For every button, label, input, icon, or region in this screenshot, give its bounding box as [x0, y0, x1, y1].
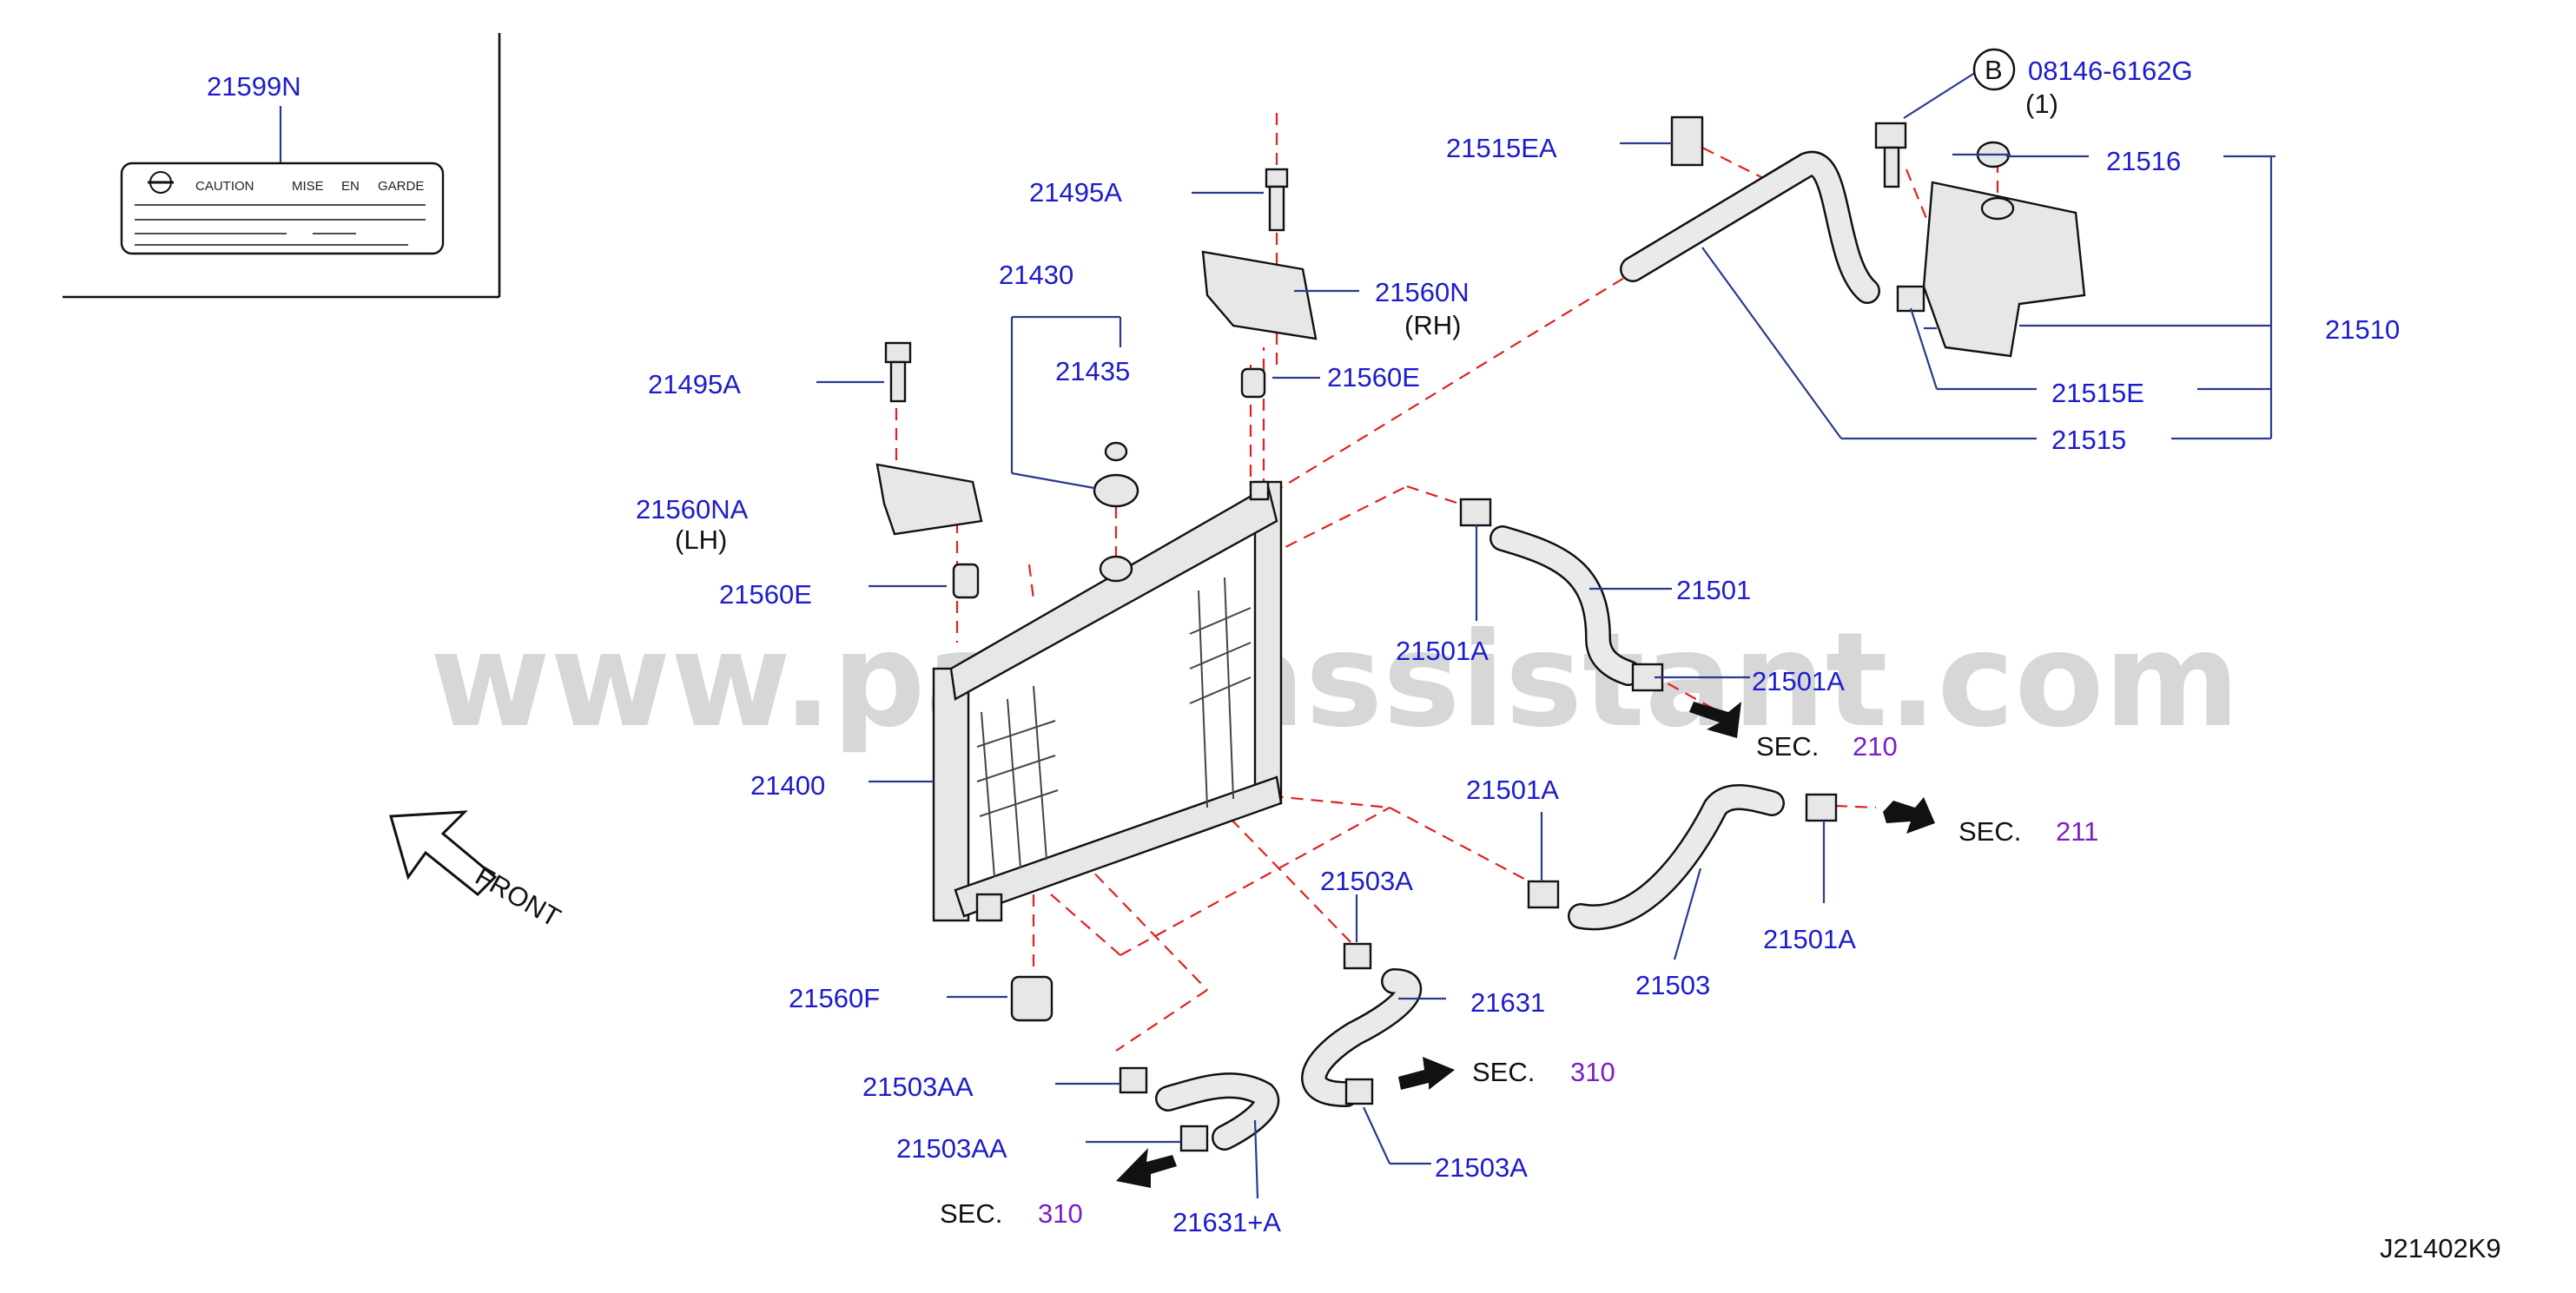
label-21503A-1: 21503A: [1320, 866, 1413, 896]
caution-text-1: CAUTION: [195, 179, 254, 194]
radiator-top-tank: [949, 485, 1278, 701]
bracket-21560NA-lh: [875, 463, 983, 536]
sec-210-word: SEC.: [1756, 731, 1819, 762]
arrow-sec-211-icon: [1883, 797, 1935, 834]
caution-label-inset: CAUTION MISE EN GARDE 21599N: [63, 33, 501, 299]
label-21515EA: 21515EA: [1446, 133, 1557, 163]
reservoir-cap-21516-seat: [1980, 196, 2015, 221]
label-21430: 21430: [999, 260, 1073, 290]
bolt-21495A-top: [1265, 168, 1289, 232]
caution-text-3: EN: [341, 179, 360, 194]
clamp-21501A-lower-right: [1805, 793, 1838, 822]
brand-emblem-icon: [148, 171, 174, 194]
reservoir-tank-21510: [1922, 181, 2086, 358]
label-21501A-1: 21501A: [1396, 636, 1489, 666]
label-21495A-top: 21495A: [1029, 177, 1122, 208]
label-21516: 21516: [2106, 146, 2181, 176]
label-08146-6162G: 08146-6162G: [2028, 56, 2193, 86]
label-21501: 21501: [1676, 575, 1751, 605]
sec-211-number: 211: [2056, 816, 2098, 847]
label-21503AA-1: 21503AA: [862, 1072, 974, 1102]
callout-circle-b: [1972, 48, 2016, 91]
clamp-21503AA-lower: [1179, 1125, 1209, 1152]
label-21503: 21503: [1635, 970, 1710, 1000]
clamp-21501A-top: [1459, 498, 1492, 527]
label-21495A-left: 21495A: [648, 369, 741, 399]
clamp-21501A-lower-left: [1527, 880, 1560, 909]
label-21560F: 21560F: [789, 983, 880, 1013]
label-21435: 21435: [1055, 356, 1130, 386]
sec-310-left-number: 310: [1038, 1198, 1083, 1229]
label-21560N: 21560N: [1375, 277, 1470, 307]
clamp-21503A-lower: [1344, 1078, 1374, 1105]
cap-21430: [1093, 473, 1139, 508]
label-21560NA: 21560NA: [636, 494, 749, 524]
label-21560E-right: 21560E: [1327, 362, 1420, 393]
label-21503A-2: 21503A: [1435, 1152, 1528, 1183]
assembly-dashed-lines: [895, 113, 1999, 1052]
arrow-sec-210-icon: [1689, 702, 1741, 738]
sec-210-number: 210: [1853, 731, 1898, 762]
clamp-21515E: [1896, 285, 1925, 313]
arrow-sec-310-right-icon: [1398, 1057, 1455, 1090]
mount-21560E-left: [952, 563, 980, 599]
leader-lines: [816, 69, 2275, 1199]
label-21503AA-2: 21503AA: [896, 1133, 1007, 1164]
front-label: FRONT: [471, 861, 566, 933]
radiator-drain-plug: [975, 893, 1003, 922]
arrow-sec-310-left-icon: [1116, 1148, 1177, 1188]
sec-310-left-word: SEC.: [940, 1198, 1002, 1229]
label-21631-plus-a: 21631+A: [1172, 1207, 1281, 1237]
caution-label-plate: [120, 162, 445, 255]
cap-21435: [1104, 441, 1128, 462]
mount-21560E-right: [1240, 367, 1266, 399]
label-21515E: 21515E: [2051, 378, 2144, 408]
front-arrow-icon: [389, 810, 498, 897]
bracket-21560N-rh: [1201, 250, 1318, 340]
clamp-21503A-upper: [1343, 942, 1372, 970]
clamp-21503AA-upper: [1119, 1066, 1148, 1094]
label-21515: 21515: [2051, 425, 2126, 455]
label-21631: 21631: [1470, 987, 1545, 1018]
radiator-21400: [932, 480, 1283, 922]
label-08146-qty: (1): [2025, 89, 2058, 119]
radiator-top-pin: [1249, 480, 1270, 501]
radiator-fins: [976, 577, 1252, 878]
radiator-left-tank: [932, 667, 970, 922]
label-21560N-rh: (RH): [1404, 310, 1461, 340]
label-21400: 21400: [750, 770, 825, 801]
label-21599N: 21599N: [207, 71, 301, 102]
clip-21515EA: [1670, 115, 1704, 167]
sec-310-right-word: SEC.: [1472, 1057, 1535, 1087]
label-21560NA-lh: (LH): [675, 524, 727, 555]
bolt-08146-6162G: [1874, 122, 1907, 188]
watermark: www.partsassistant.com: [430, 605, 2240, 756]
label-21501A-4: 21501A: [1763, 924, 1856, 954]
callout-letter-b: B: [1985, 55, 2003, 85]
section-arrows: [1116, 702, 1935, 1188]
sec-211-word: SEC.: [1958, 816, 2021, 847]
bolt-21495A-left: [884, 341, 912, 403]
mount-21560F: [1010, 975, 1054, 1022]
radiator-filler-neck: [1099, 555, 1133, 583]
label-21560E-left: 21560E: [719, 579, 812, 610]
caution-label-lines: [135, 204, 426, 246]
label-21510: 21510: [2325, 314, 2400, 345]
caution-text-2: MISE: [292, 179, 324, 194]
label-21501A-3: 21501A: [1466, 775, 1559, 805]
label-21501A-2: 21501A: [1752, 666, 1845, 696]
sec-310-right-number: 310: [1570, 1057, 1615, 1087]
radiator-bottom-tank: [954, 775, 1283, 918]
caution-text-4: GARDE: [378, 179, 424, 194]
diagram-code: J21402K9: [2380, 1233, 2501, 1263]
